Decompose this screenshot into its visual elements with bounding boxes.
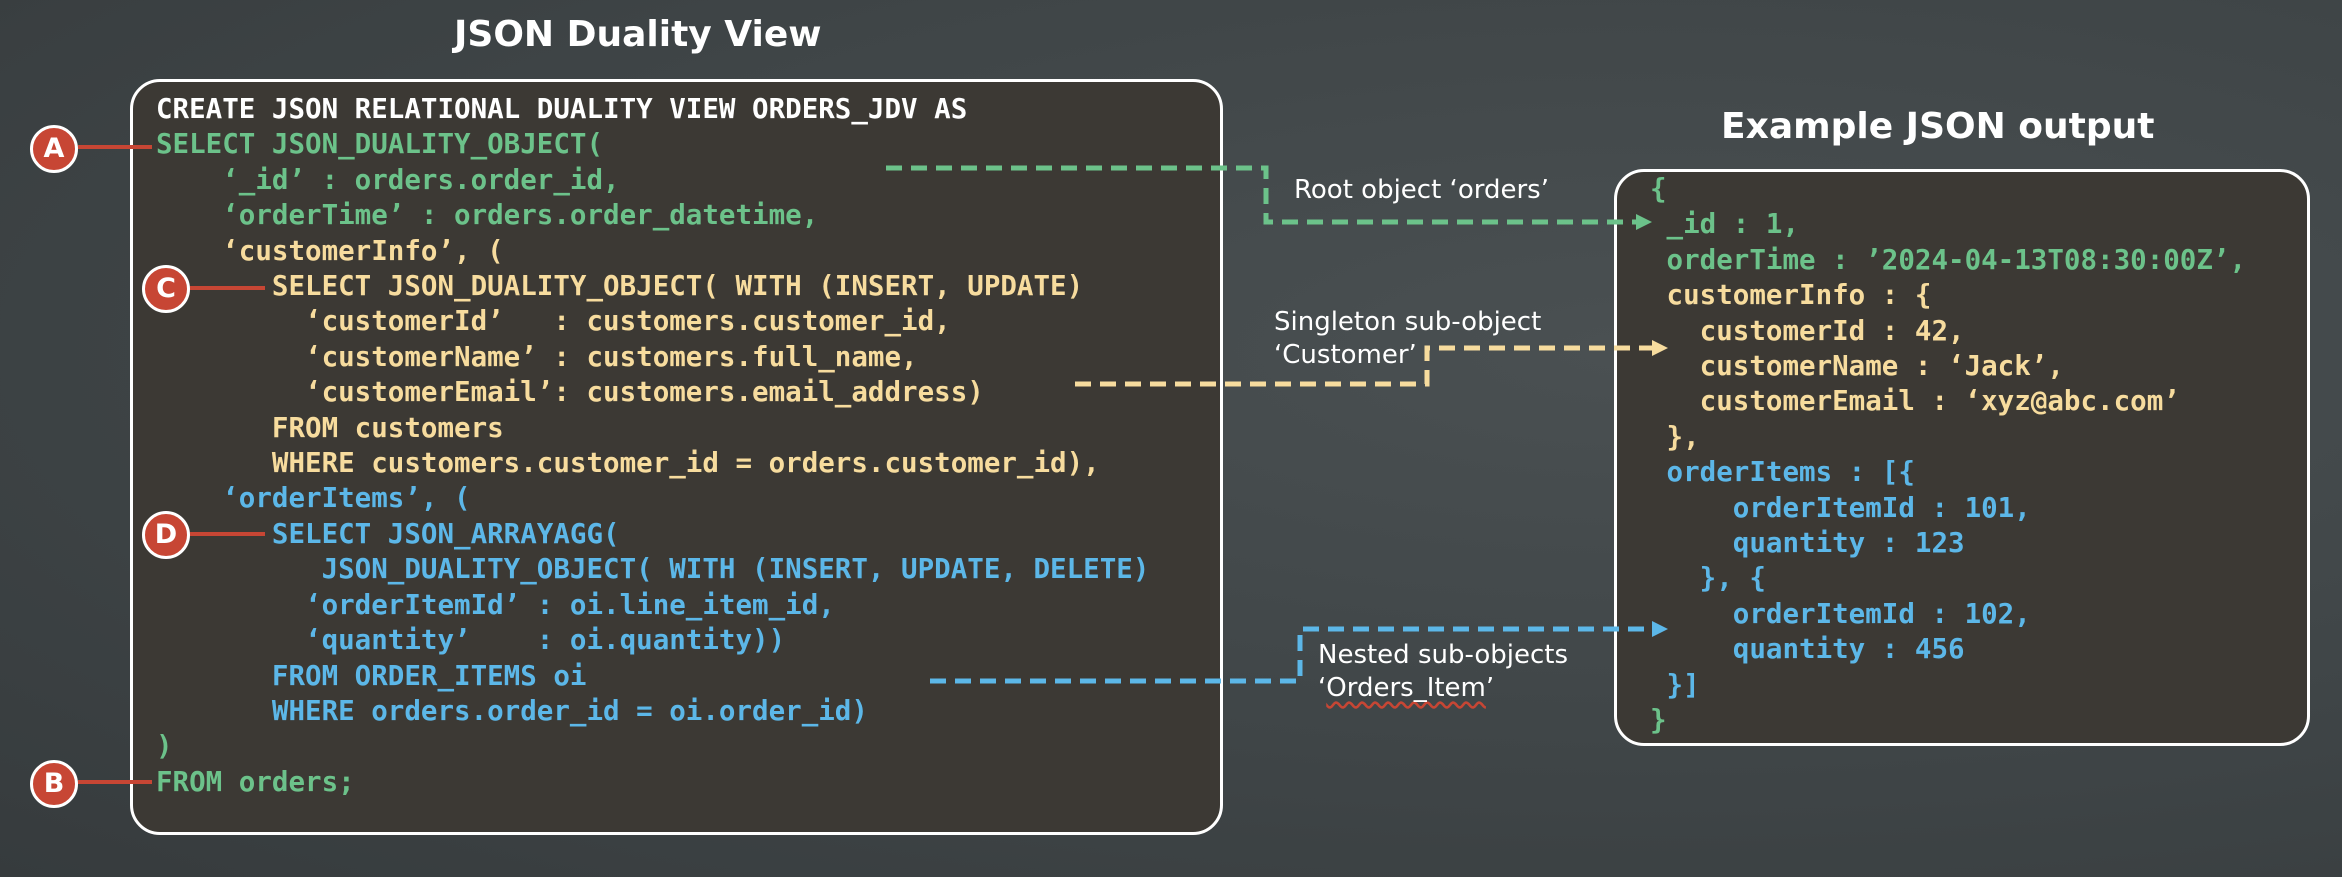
nested-label-word: Orders_Item — [1326, 673, 1486, 703]
nested-arrow — [930, 626, 1654, 684]
sql-line: ‘quantity’ : oi.quantity)) — [156, 624, 786, 657]
json-line: customerEmail : ‘xyz@abc.com’ — [1650, 385, 2180, 418]
sql-line: JSON_DUALITY_OBJECT( WITH (INSERT, UPDAT… — [156, 553, 1150, 586]
singleton-arrow — [1075, 345, 1654, 387]
sql-line: ‘customerInfo’, ( — [156, 234, 504, 267]
json-line: orderItemId : 102, — [1650, 597, 2031, 630]
singleton-label-line2: ‘Customer’ — [1274, 340, 1417, 370]
sql-line: ‘orderTime’ : orders.order_datetime, — [156, 199, 819, 232]
marker-c: C — [142, 265, 190, 313]
sql-line: WHERE orders.order_id = oi.order_id) — [156, 694, 868, 727]
sql-line: ) — [156, 730, 173, 763]
sql-line: ‘customerEmail’: customers.email_address… — [156, 376, 984, 409]
nested-label-quote-close: ’ — [1485, 673, 1495, 703]
sql-line: FROM ORDER_ITEMS oi — [156, 659, 587, 692]
json-line: }, — [1650, 420, 1700, 453]
json-line: orderItems : [{ — [1650, 456, 1915, 489]
sql-line: FROM customers — [156, 411, 504, 444]
sql-line: SELECT JSON_DUALITY_OBJECT( WITH (INSERT… — [156, 270, 1084, 303]
json-line: customerName : ‘Jack’, — [1650, 350, 2064, 383]
sql-line: ‘customerName’ : customers.full_name, — [156, 340, 918, 373]
nested-label-line1: Nested sub-objects — [1318, 640, 1569, 670]
sql-line: WHERE customers.customer_id = orders.cus… — [156, 447, 1100, 480]
json-output-title: Example JSON output — [1721, 106, 2155, 147]
json-line: quantity : 456 — [1650, 633, 1965, 666]
sql-line: ‘orderItems’, ( — [156, 482, 471, 515]
json-line: customerId : 42, — [1650, 314, 1965, 347]
marker-a: A — [30, 125, 78, 173]
nested-arrowhead — [1652, 621, 1668, 637]
root-object-arrowhead — [1636, 214, 1652, 230]
root-object-label: Root object ‘orders’ — [1294, 175, 1549, 205]
nested-label-quote-open: ‘ — [1318, 673, 1327, 703]
marker-d: D — [142, 511, 190, 559]
sql-line: CREATE JSON RELATIONAL DUALITY VIEW ORDE… — [156, 93, 968, 125]
marker-b: B — [30, 760, 78, 808]
sql-line: SELECT JSON_ARRAYAGG( — [156, 517, 620, 550]
sql-line: ‘orderItemId’ : oi.line_item_id, — [156, 588, 835, 621]
root-object-arrow — [886, 165, 1638, 225]
sql-line: SELECT JSON_DUALITY_OBJECT( — [156, 128, 604, 161]
json-line: quantity : 123 — [1650, 527, 1965, 560]
singleton-arrowhead — [1652, 340, 1668, 356]
sql-line: FROM orders; — [156, 765, 355, 798]
sql-code: CREATE JSON RELATIONAL DUALITY VIEW ORDE… — [156, 92, 1149, 800]
json-code: { _id : 1, orderTime : ’2024-04-13T08:30… — [1650, 172, 2246, 739]
sql-line: ‘customerId’ : customers.customer_id, — [156, 305, 951, 338]
json-line: }] — [1650, 668, 1700, 701]
duality-view-title: JSON Duality View — [454, 14, 822, 55]
singleton-label: Singleton sub-object ‘Customer’ — [1274, 306, 1541, 372]
nested-label-line2: ‘Orders_Item’ — [1318, 672, 1568, 705]
json-line: customerInfo : { — [1650, 279, 1932, 312]
json-line: orderItemId : 101, — [1650, 491, 2031, 524]
sql-code-panel — [130, 79, 1223, 835]
sql-line: ‘_id’ : orders.order_id, — [156, 163, 620, 196]
json-line: { — [1650, 173, 1667, 205]
nested-label: Nested sub-objects ‘Orders_Item’ — [1318, 639, 1568, 705]
json-line: }, { — [1650, 562, 1766, 595]
json-line: orderTime : ’2024-04-13T08:30:00Z’, — [1650, 243, 2247, 276]
json-output-panel — [1614, 169, 2310, 746]
json-line: } — [1650, 704, 1667, 737]
singleton-label-line1: Singleton sub-object — [1274, 307, 1542, 337]
json-line: _id : 1, — [1650, 208, 1800, 241]
